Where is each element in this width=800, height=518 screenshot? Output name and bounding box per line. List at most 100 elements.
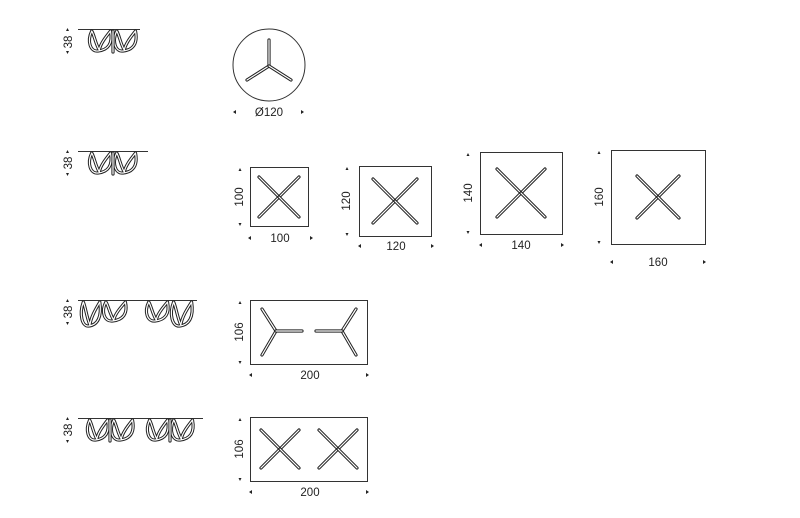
- leg-loop: [110, 419, 134, 441]
- base-arm: [260, 448, 281, 469]
- square-table-160-plan: 160 160: [594, 150, 706, 269]
- base-arm: [318, 448, 339, 469]
- x-base-icon: [635, 174, 681, 220]
- rectangular-table-x-plan: 106 200: [234, 417, 369, 499]
- base-arm: [278, 176, 300, 198]
- base-arm: [337, 448, 358, 469]
- base-arm: [261, 308, 277, 332]
- arrow-right-icon: [301, 110, 304, 114]
- base-arm: [372, 178, 396, 202]
- base-arm: [258, 196, 280, 218]
- arrow-up-icon: [66, 28, 69, 31]
- row-2-side-view: 38: [63, 150, 148, 176]
- table-outline-round: [232, 28, 306, 102]
- table-outline: [359, 166, 432, 237]
- leg-loop: [113, 152, 137, 174]
- arrow-right-icon: [561, 243, 564, 247]
- arrow-up-icon: [238, 418, 242, 421]
- square-table-120-plan: 120 120: [341, 166, 434, 253]
- arrow-right-icon: [703, 260, 706, 264]
- depth-label: 120: [341, 191, 353, 210]
- depth-label: 140: [463, 183, 475, 202]
- base-arm: [260, 429, 281, 450]
- base-arm: [394, 200, 418, 224]
- height-label: 38: [63, 157, 75, 170]
- base-arm: [341, 308, 357, 332]
- depth-label: 106: [234, 322, 246, 341]
- base-side-legs: [87, 151, 138, 176]
- arrow-down-icon: [238, 361, 242, 364]
- rectangular-table-tripod-plan: 106 200: [234, 300, 369, 382]
- row-1-side-view: 38: [63, 28, 140, 54]
- x-base-icon: [259, 428, 301, 470]
- arrow-right-icon: [366, 490, 369, 494]
- square-table-140-plan: 140 140: [463, 152, 564, 252]
- table-outline: [611, 150, 706, 245]
- x-base-icon: [317, 428, 359, 470]
- arrow-up-icon: [345, 167, 349, 170]
- base-arm: [657, 196, 680, 219]
- base-arm: [636, 175, 659, 198]
- leg-loop: [88, 30, 112, 52]
- arrow-up-icon: [597, 151, 601, 154]
- base-side-legs: [87, 29, 138, 54]
- leg-loop: [170, 301, 193, 327]
- base-arm: [318, 429, 339, 450]
- arrow-right-icon: [431, 244, 434, 248]
- arrow-down-icon: [66, 440, 69, 443]
- base-arm: [279, 429, 300, 450]
- base-arm: [341, 330, 357, 356]
- arrow-left-icon: [248, 236, 251, 240]
- arrow-down-icon: [238, 223, 242, 226]
- arrow-left-icon: [233, 110, 236, 114]
- row-3-side-view: 38: [63, 299, 197, 328]
- leg-loop: [145, 301, 169, 322]
- depth-label: 100: [234, 187, 246, 206]
- arrow-left-icon: [610, 260, 613, 264]
- base-arm: [496, 168, 522, 194]
- x-base-icon: [371, 177, 419, 225]
- height-label: 38: [63, 306, 75, 319]
- base-arm: [394, 178, 418, 202]
- diameter-label: Ø120: [255, 107, 283, 119]
- table-outline: [250, 300, 368, 365]
- width-label: 100: [270, 233, 289, 245]
- round-table-plan: Ø120: [232, 28, 306, 119]
- tripod-base-icon: [314, 307, 358, 357]
- base-arm: [268, 65, 292, 81]
- table-outline: [250, 167, 309, 227]
- base-arm: [337, 429, 358, 450]
- arrow-down-icon: [66, 173, 69, 176]
- arrow-down-icon: [238, 478, 242, 481]
- height-label: 38: [63, 424, 75, 437]
- arrow-left-icon: [249, 373, 252, 377]
- arrow-down-icon: [66, 51, 69, 54]
- arrow-down-icon: [597, 241, 601, 244]
- arrow-left-icon: [358, 244, 361, 248]
- arrow-down-icon: [466, 231, 470, 234]
- base-arm: [520, 192, 546, 218]
- arrow-left-icon: [479, 243, 482, 247]
- table-outline: [480, 152, 563, 235]
- leg-loop: [170, 419, 194, 441]
- arrow-up-icon: [66, 150, 69, 153]
- base-arm: [496, 192, 522, 218]
- leg-loop: [113, 30, 137, 52]
- arrow-right-icon: [366, 373, 369, 377]
- arrow-down-icon: [66, 322, 69, 325]
- table-outline: [250, 417, 368, 482]
- depth-label: 106: [234, 439, 246, 458]
- width-label: 120: [386, 241, 405, 253]
- base-arm: [657, 175, 680, 198]
- leg-loop: [103, 301, 127, 322]
- square-table-100-plan: 100 100: [234, 167, 313, 245]
- arrow-down-icon: [345, 233, 349, 236]
- base-arm: [279, 448, 300, 469]
- depth-label: 160: [594, 187, 606, 206]
- leg-loop: [86, 419, 109, 441]
- leg-loop: [88, 152, 112, 174]
- width-label: 140: [511, 240, 530, 252]
- arrow-up-icon: [466, 153, 470, 156]
- base-arm: [246, 65, 270, 81]
- base-arm: [261, 330, 277, 356]
